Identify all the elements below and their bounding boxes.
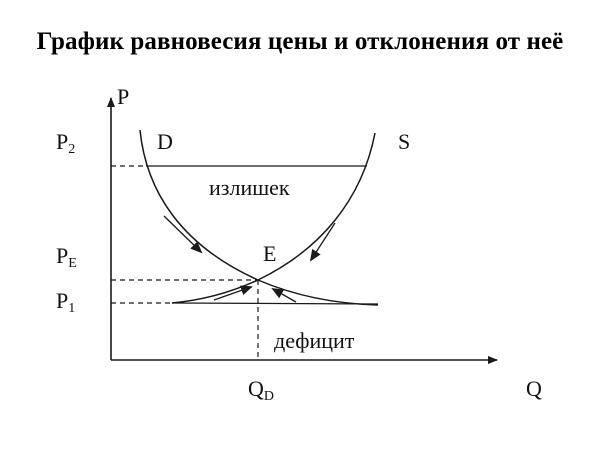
pe-main: P [56, 243, 69, 268]
arrow-supply-down-icon [309, 222, 336, 262]
demand-curve [139, 129, 379, 306]
p1-label: P1 [56, 290, 75, 316]
qd-label: QD [248, 378, 274, 404]
demand-label: D [157, 129, 173, 154]
pe-label: PE [56, 245, 77, 271]
arrow-demand-down-icon [163, 215, 203, 254]
p1-price-line [111, 302, 379, 305]
supply-curve [171, 132, 376, 304]
x-axis-label: Q [526, 376, 542, 401]
supply-label: S [398, 129, 411, 154]
p2-sub: 2 [68, 142, 76, 157]
y-axis-label: P [117, 84, 130, 109]
qd-sub: D [263, 389, 275, 404]
shortage-label: дефицит [274, 328, 355, 353]
equilibrium-label: E [263, 241, 277, 266]
p1-main: P [56, 288, 69, 313]
pe-sub: E [68, 256, 77, 271]
p2-main: P [56, 129, 69, 154]
adjustment-arrows [163, 215, 336, 303]
arrow-demand-up-icon [271, 288, 297, 303]
p1-sub: 1 [68, 301, 76, 316]
qd-main: Q [248, 376, 264, 401]
p2-label: P2 [56, 131, 75, 157]
page-title: График равновесия цены и отклонения от н… [36, 28, 564, 55]
surplus-label: излишек [209, 175, 290, 200]
arrow-supply-up-icon [213, 285, 253, 301]
